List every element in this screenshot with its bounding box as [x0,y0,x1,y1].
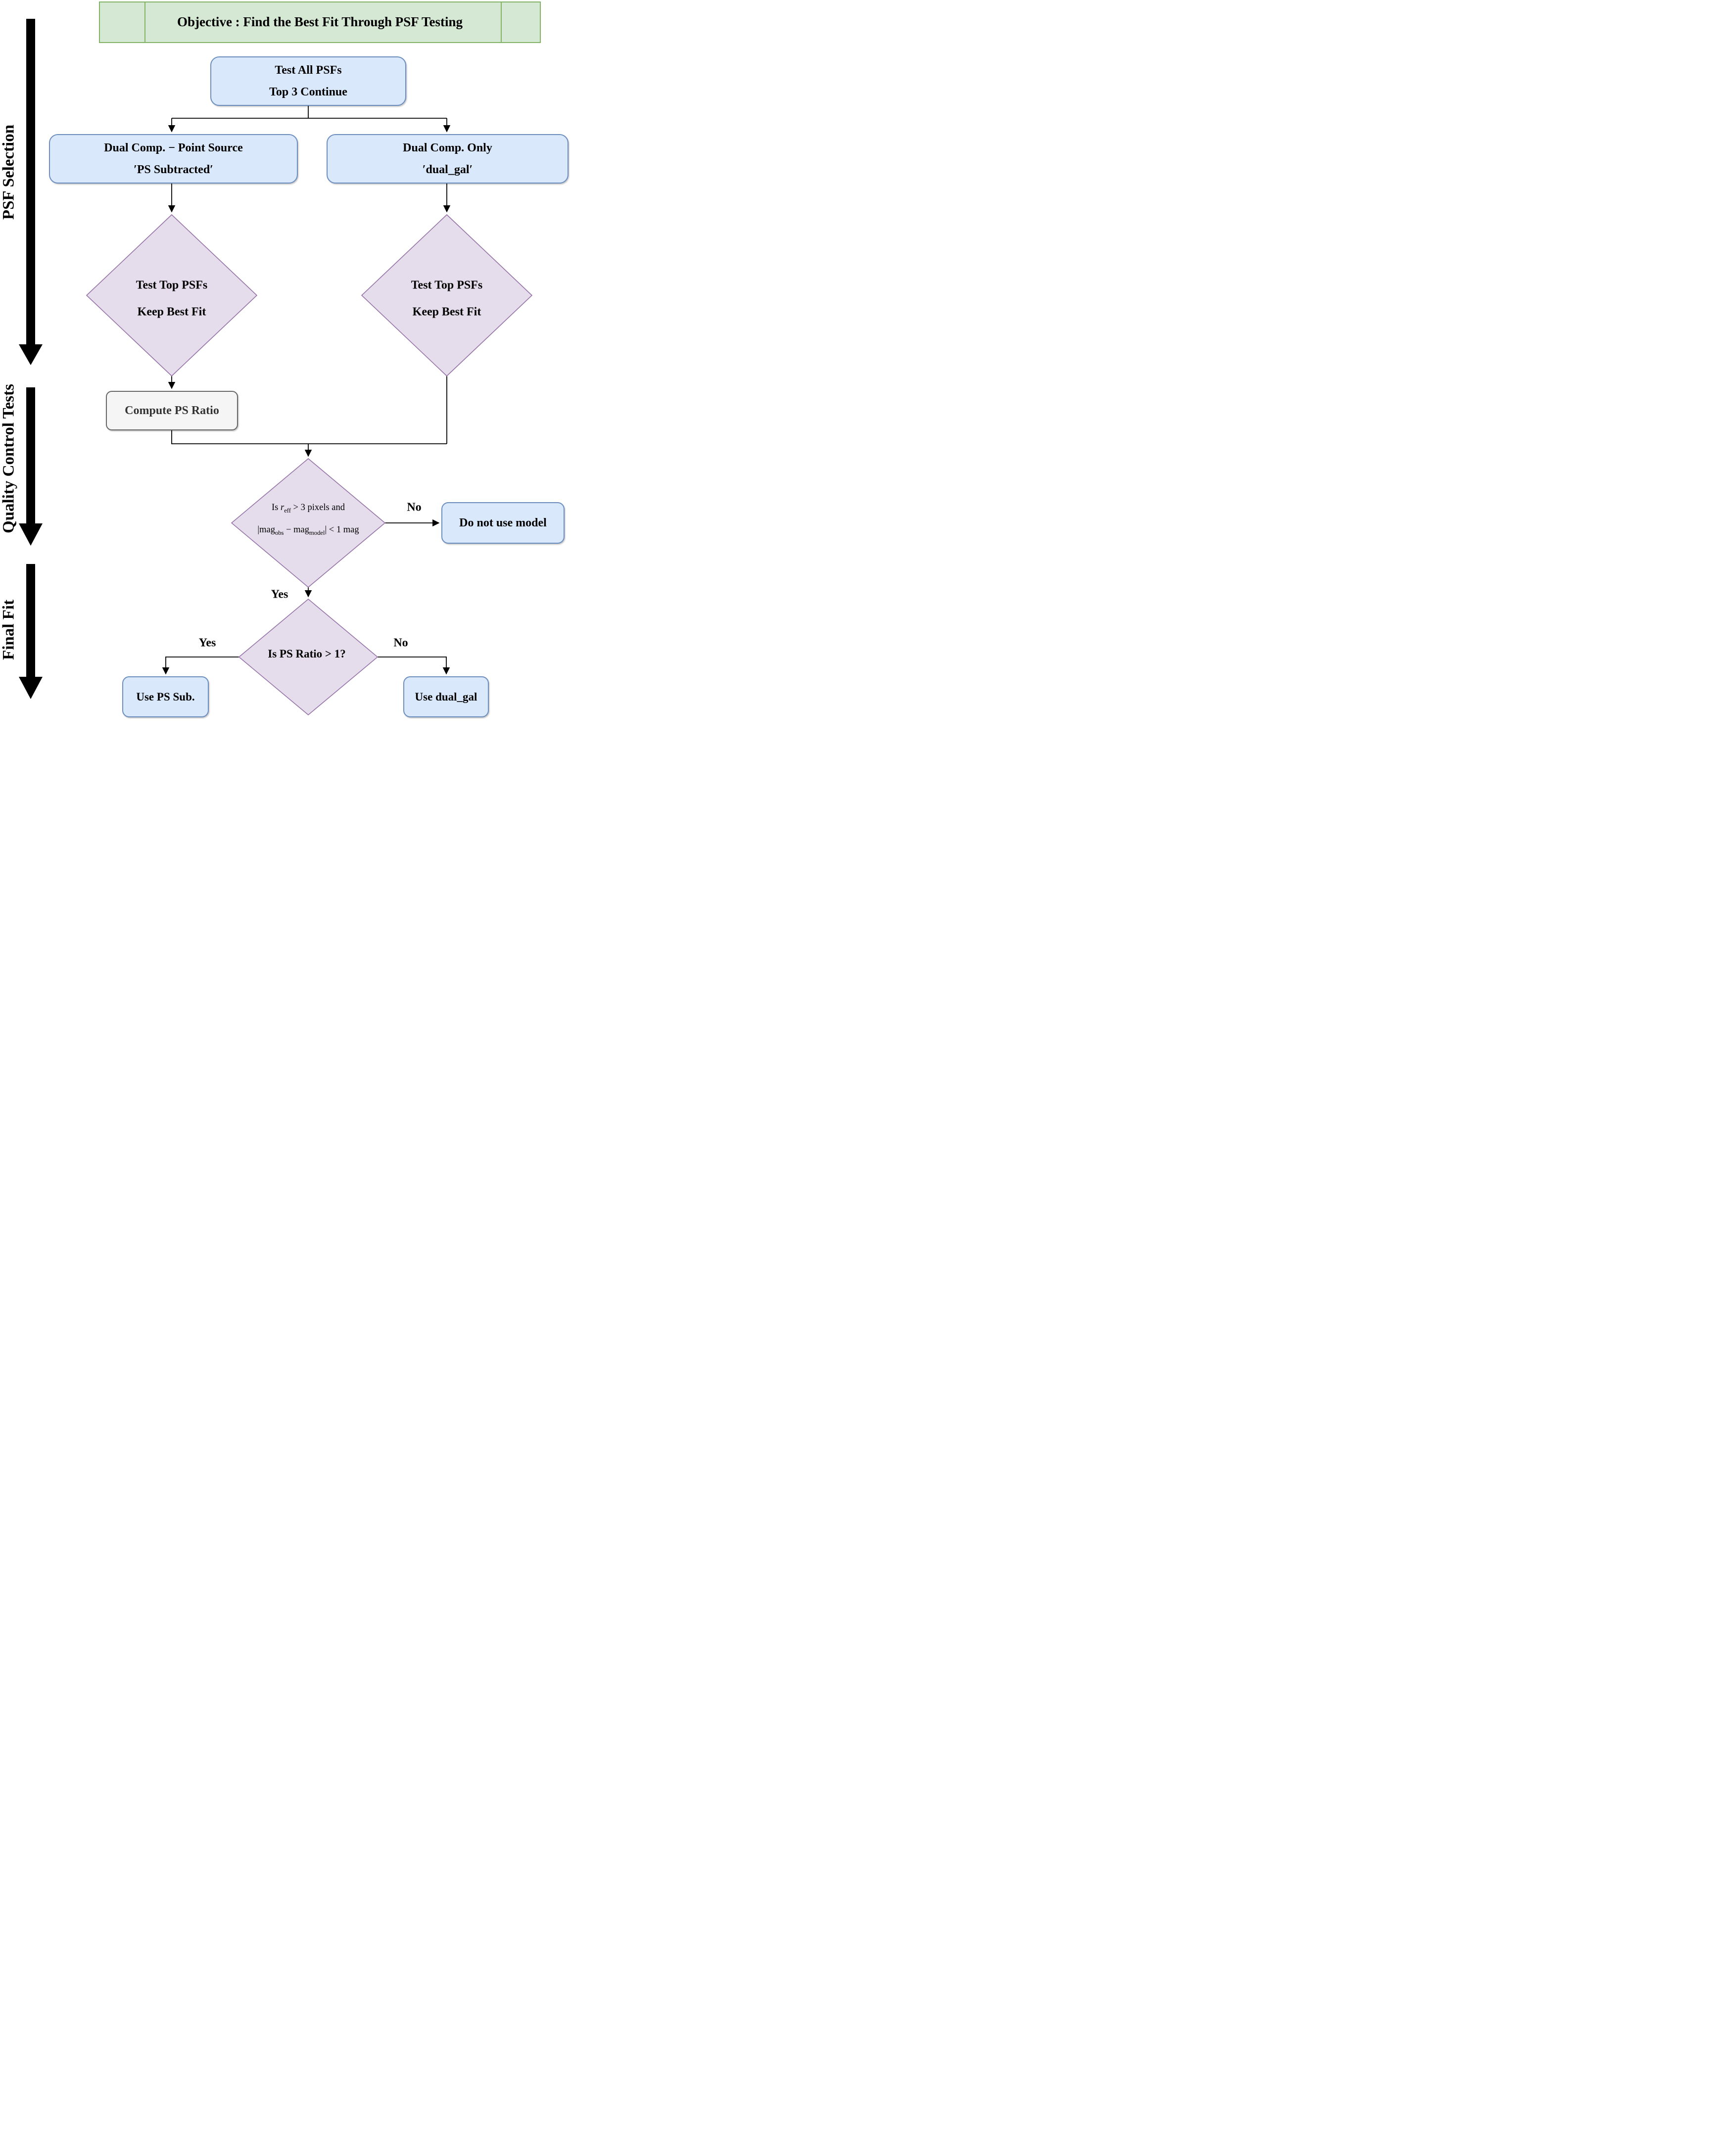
cond1-prefix: Is [271,503,281,513]
do-not-use-model-box: Do not use model [441,502,565,544]
flowchart-canvas: Objective : Find the Best Fit Through PS… [0,0,570,719]
right-branch-line1: Dual Comp. Only [403,141,492,154]
ratio-no-label: No [393,636,408,650]
cond2-p2: − mag [284,525,310,535]
cond2-s2: model [309,529,325,536]
objective-title: Objective : Find the Best Fit Through PS… [177,14,463,30]
right-diamond-line2: Keep Best Fit [412,305,481,319]
test-all-psfs-box: Test All PSFs Top 3 Continue [210,56,406,106]
ratio-no-connector [378,656,450,675]
ps-ratio-question: Is PS Ratio > 1? [268,648,346,660]
dual-comp-point-source-box: Dual Comp. − Point Source ′PS Subtracted… [49,134,298,184]
cond2-p3: | < 1 mag [325,525,359,535]
ps-ratio-diamond [238,598,379,716]
split-connector [172,106,447,119]
right-diamond-line1: Test Top PSFs [411,279,483,292]
compute-ps-ratio-box: Compute PS Ratio [106,391,238,430]
left-branch-line1: Dual Comp. − Point Source [104,141,243,154]
test-all-line2: Top 3 Continue [269,85,347,98]
merge-connector [171,376,447,444]
ratio-yes-label: Yes [198,636,216,650]
cond1-var: r [280,503,285,513]
use-ps-sub-box: Use PS Sub. [122,676,209,717]
dual-comp-only-box: Dual Comp. Only ′dual_gal′ [327,134,569,184]
left-diamond-line2: Keep Best Fit [137,305,206,319]
quality-condition-line1: Is reff > 3 pixels and [272,503,345,515]
header-divider-right [501,2,502,42]
diagram-layer [19,19,533,716]
sidebar-label-final-fit: Final Fit [0,600,18,660]
left-test-psfs-diamond [86,214,258,377]
cond2-p1: |mag [257,525,275,535]
final-fit-arrow [19,564,43,699]
left-diamond-line1: Test Top PSFs [136,279,208,292]
left-branch-line2: ′PS Subtracted′ [134,163,213,176]
use-ps-sub-label: Use PS Sub. [136,690,195,703]
do-not-use-model-label: Do not use model [459,516,547,529]
use-dual-gal-box: Use dual_gal [403,676,489,717]
psf-selection-arrow [19,19,43,365]
quality-yes-label: Yes [271,588,288,601]
quality-condition-line2: |magobs − magmodel| < 1 mag [257,525,359,537]
quality-control-arrow [19,387,43,546]
sidebar-label-psf-selection: PSF Selection [0,124,18,220]
header-divider-left [144,2,145,42]
sidebar-label-quality-control: Quality Control Tests [0,384,18,533]
right-branch-line2: ′dual_gal′ [422,163,473,176]
test-all-line1: Test All PSFs [275,63,342,77]
quality-no-label: No [407,501,422,514]
ratio-yes-connector [162,656,239,675]
compute-ps-ratio-label: Compute PS Ratio [125,404,219,417]
right-test-psfs-diamond [361,214,533,377]
objective-header: Objective : Find the Best Fit Through PS… [99,1,541,43]
cond1-suffix: > 3 pixels and [290,503,345,513]
quality-check-diamond [231,458,386,588]
cond1-sub: eff [284,507,291,514]
cond2-s1: obs [275,529,284,536]
use-dual-gal-label: Use dual_gal [415,690,477,703]
